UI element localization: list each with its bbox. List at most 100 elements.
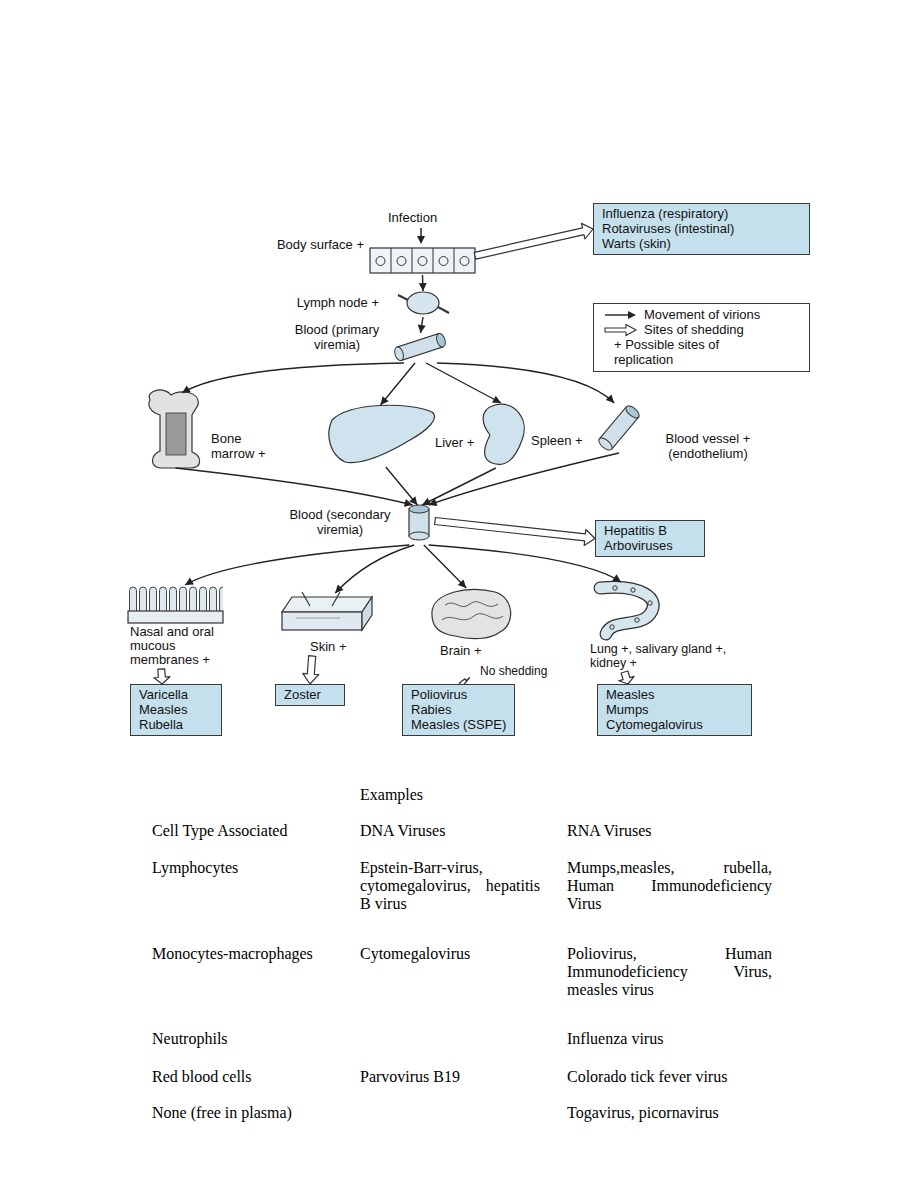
table-cell: Cell Type Associated bbox=[152, 822, 287, 840]
table-cell: Colorado tick fever virus bbox=[567, 1068, 727, 1086]
virus-box: PoliovirusRabiesMeasles (SSPE) bbox=[402, 684, 515, 736]
blood-vessel bbox=[393, 332, 447, 361]
organ-figure: Blood (primary viremia) bbox=[393, 333, 448, 363]
movement-arrow bbox=[182, 363, 404, 393]
shedding-arrow bbox=[303, 656, 319, 684]
legend-text: Movement of virions bbox=[644, 307, 760, 322]
table-cell: None (free in plasma) bbox=[152, 1104, 292, 1122]
virus-box: Influenza (respiratory)Rotaviruses (inte… bbox=[593, 203, 810, 255]
table-cell: RNA Viruses bbox=[567, 822, 652, 840]
sample-head bbox=[628, 311, 636, 319]
virus-name: Poliovirus bbox=[411, 687, 506, 702]
arrow-head bbox=[335, 584, 343, 593]
legend-text: Sites of shedding bbox=[644, 322, 744, 337]
arrow-head bbox=[381, 396, 389, 405]
sample-line bbox=[605, 314, 629, 315]
virus-name: Mumps bbox=[606, 702, 743, 717]
virus-name: Influenza (respiratory) bbox=[602, 206, 801, 221]
arrow-head bbox=[492, 396, 501, 403]
arrow-line bbox=[335, 545, 414, 593]
hollow-arrow bbox=[154, 669, 170, 684]
skin-block bbox=[282, 592, 372, 630]
virus-name: Zoster bbox=[284, 687, 336, 702]
legend-text: + Possible sites of replication bbox=[614, 337, 764, 367]
virus-name: Rotaviruses (intestinal) bbox=[602, 221, 801, 236]
organ-label: Blood (secondary viremia) bbox=[281, 507, 399, 537]
organ-figure: Blood (secondary viremia) bbox=[403, 505, 435, 545]
table-cell: Epstein-Barr-virus, cytomegalovirus, hep… bbox=[360, 859, 540, 913]
organ-figure: Skin + bbox=[280, 593, 372, 656]
brain bbox=[432, 589, 511, 638]
organ-label: Spleen + bbox=[531, 433, 583, 448]
virus-name: Arboviruses bbox=[604, 538, 696, 553]
shedding-arrow bbox=[435, 518, 595, 546]
organ-label: Bone marrow + bbox=[211, 431, 271, 461]
organ-label: Blood vessel + (endothelium) bbox=[649, 431, 767, 461]
organ-figure: Lymph node + bbox=[403, 291, 443, 317]
organ-figure: Blood vessel + (endothelium) bbox=[595, 403, 643, 453]
table-cell: Neutrophils bbox=[152, 1030, 228, 1048]
movement-arrow bbox=[429, 545, 621, 582]
organ-label: Liver + bbox=[435, 435, 474, 450]
arrow-line bbox=[185, 545, 409, 585]
epithelium bbox=[370, 248, 475, 273]
hollow-arrow bbox=[474, 223, 593, 259]
lymph-node bbox=[398, 292, 449, 314]
organ-figure: Lung +, salivary gland +, kidney + bbox=[593, 582, 663, 672]
movement-arrow bbox=[176, 468, 413, 507]
arrow-head bbox=[409, 496, 417, 505]
movement-arrow bbox=[386, 467, 418, 505]
arrow-line bbox=[386, 467, 418, 505]
organ-label: Skin + bbox=[310, 639, 347, 654]
organ-label: Body surface + bbox=[277, 237, 364, 252]
virus-name: Cytomegalovirus bbox=[606, 717, 743, 732]
arrow-line bbox=[426, 363, 501, 403]
arrow-head bbox=[606, 394, 614, 403]
table-cell: Parvovirus B19 bbox=[360, 1068, 460, 1086]
organ-figure: Body surface + bbox=[370, 243, 475, 275]
virus-box: Zoster bbox=[275, 684, 345, 706]
legend-row: Sites of shedding bbox=[602, 322, 801, 337]
movement-arrow bbox=[426, 363, 501, 403]
arrow-head bbox=[612, 574, 621, 582]
organ-figure: Nasal and oral mucous membranes + bbox=[128, 585, 223, 669]
organ-label: Blood (primary viremia) bbox=[285, 322, 389, 352]
bone bbox=[149, 390, 200, 468]
virus-box: VaricellaMeaslesRubella bbox=[130, 684, 222, 736]
virus-name: Rabies bbox=[411, 702, 506, 717]
arrow-head bbox=[182, 385, 191, 393]
sample-hollow bbox=[605, 325, 636, 336]
movement-arrow bbox=[381, 363, 416, 405]
virus-box: Hepatitis BArboviruses bbox=[595, 520, 705, 557]
legend-sample bbox=[602, 308, 638, 322]
diagram-label: Infection bbox=[388, 210, 437, 225]
spleen bbox=[483, 404, 524, 464]
arrow-line bbox=[424, 545, 467, 588]
arrow-line bbox=[429, 545, 621, 582]
table-cell: Poliovirus, Human Immunodeficiency Virus… bbox=[567, 945, 772, 999]
table-cell: Lymphocytes bbox=[152, 859, 238, 877]
movement-arrow bbox=[429, 453, 619, 506]
arrow-line bbox=[381, 363, 416, 405]
organ-label: Nasal and oral mucous membranes + bbox=[130, 625, 214, 667]
virus-box: MeaslesMumpsCytomegalovirus bbox=[597, 684, 752, 736]
virus-name: Hepatitis B bbox=[604, 523, 696, 538]
movement-arrow bbox=[437, 363, 614, 403]
organ-figure: Bone marrow + bbox=[143, 393, 208, 468]
table-cell: Cytomegalovirus bbox=[360, 945, 470, 963]
legend-row: + Possible sites of replication bbox=[602, 337, 801, 367]
table-cell: Red blood cells bbox=[152, 1068, 252, 1086]
arrow-head bbox=[418, 324, 426, 333]
organ-figure: Brain +No shedding bbox=[428, 588, 513, 681]
virus-name: Varicella bbox=[139, 687, 213, 702]
shedding-arrow bbox=[619, 671, 634, 684]
hollow-arrow bbox=[303, 656, 319, 684]
organ-label: Brain + bbox=[440, 643, 482, 658]
arrow-line bbox=[176, 468, 413, 505]
virus-name: Measles bbox=[139, 702, 213, 717]
organ-label: Lung +, salivary gland +, kidney + bbox=[590, 642, 750, 670]
liver bbox=[329, 405, 435, 462]
